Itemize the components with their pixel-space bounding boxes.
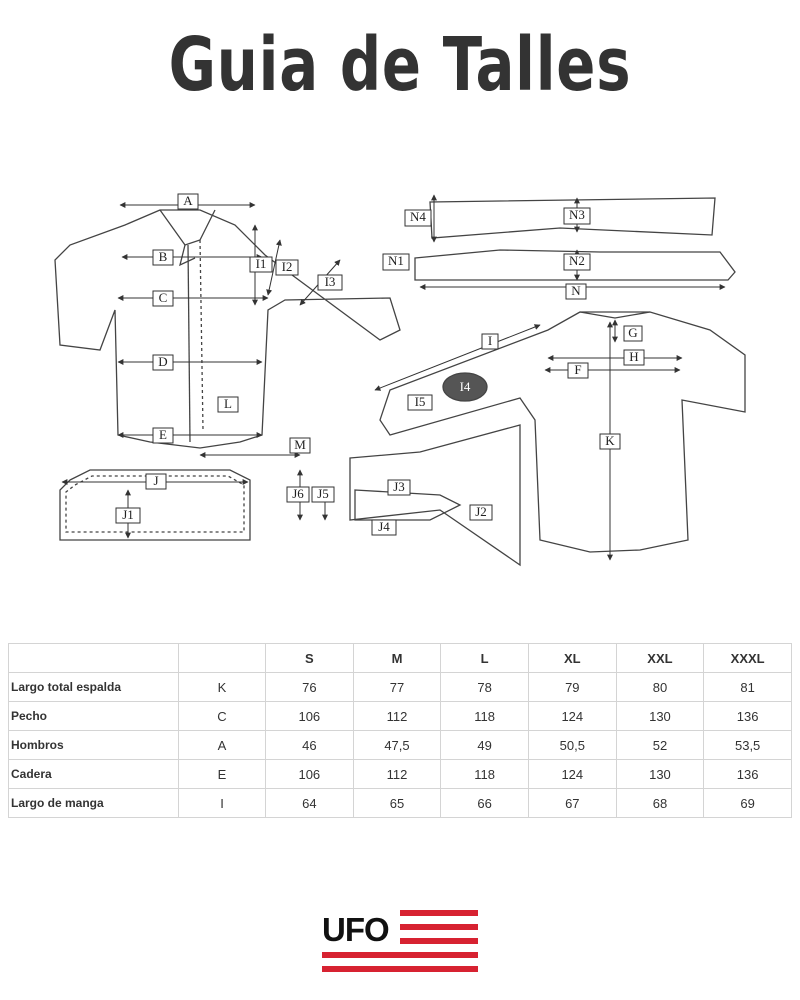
header-cell: L (440, 643, 529, 673)
size-value-cell: 124 (528, 759, 617, 789)
size-value-cell: 112 (353, 701, 442, 731)
size-value-cell: 46 (265, 730, 354, 760)
size-value-cell: 136 (703, 701, 792, 731)
logo-stripe (400, 924, 478, 930)
label-l: L (224, 396, 232, 411)
header-cell: XL (528, 643, 617, 673)
label-i5: I5 (415, 394, 426, 409)
diagram-svg: A B C D E I1 I2 I3 L M J J1 N4 N3 N1 N2 … (54, 193, 746, 567)
size-value-cell: 130 (616, 701, 705, 731)
label-n1: N1 (388, 253, 404, 268)
row-code-cell: C (178, 701, 266, 731)
sleeve-placket-outline (349, 424, 521, 567)
size-value-cell: 136 (703, 759, 792, 789)
size-value-cell: 124 (528, 701, 617, 731)
label-i3: I3 (325, 274, 336, 289)
size-value-cell: 130 (616, 759, 705, 789)
size-value-cell: 106 (265, 759, 354, 789)
label-n4: N4 (410, 209, 426, 224)
cuff-outline (59, 469, 251, 541)
row-code-cell: I (178, 788, 266, 818)
label-j5: J5 (317, 486, 329, 501)
size-value-cell: 118 (440, 701, 529, 731)
size-value-cell: 69 (703, 788, 792, 818)
row-code-cell: E (178, 759, 266, 789)
size-value-cell: 64 (265, 788, 354, 818)
row-name-cell: Largo total espalda (8, 672, 179, 702)
label-j4: J4 (378, 519, 390, 534)
row-name-cell: Hombros (8, 730, 179, 760)
size-value-cell: 78 (440, 672, 529, 702)
size-value-cell: 50,5 (528, 730, 617, 760)
header-cell (178, 643, 266, 673)
label-m: M (294, 437, 306, 452)
row-code-cell: A (178, 730, 266, 760)
size-value-cell: 68 (616, 788, 705, 818)
size-value-cell: 66 (440, 788, 529, 818)
logo-text: UFO (322, 911, 390, 948)
label-f: F (574, 362, 581, 377)
label-n: N (571, 283, 581, 298)
size-value-cell: 52 (616, 730, 705, 760)
label-j: J (153, 473, 158, 488)
label-j2: J2 (475, 504, 487, 519)
label-k: K (605, 433, 615, 448)
label-h: H (629, 349, 638, 364)
label-i: I (488, 333, 492, 348)
size-value-cell: 112 (353, 759, 442, 789)
size-value-cell: 80 (616, 672, 705, 702)
size-value-cell: 67 (528, 788, 617, 818)
logo-stripe (322, 952, 478, 958)
size-value-cell: 49 (440, 730, 529, 760)
label-b: B (159, 249, 168, 264)
size-value-cell: 77 (353, 672, 442, 702)
label-e: E (159, 427, 167, 442)
row-name-cell: Largo de manga (8, 788, 179, 818)
header-cell (8, 643, 179, 673)
header-cell: XXXL (703, 643, 792, 673)
size-value-cell: 53,5 (703, 730, 792, 760)
logo-stripe (400, 938, 478, 944)
label-n2: N2 (569, 253, 585, 268)
size-value-cell: 81 (703, 672, 792, 702)
label-d: D (158, 354, 167, 369)
label-j3: J3 (393, 479, 405, 494)
label-g: G (628, 325, 637, 340)
size-value-cell: 65 (353, 788, 442, 818)
table-header-row: S M L XL XXL XXXL (8, 643, 792, 673)
header-cell: XXL (616, 643, 705, 673)
label-i2: I2 (282, 259, 293, 274)
row-name-cell: Cadera (8, 759, 179, 789)
size-value-cell: 106 (265, 701, 354, 731)
label-j1: J1 (122, 507, 134, 522)
row-name-cell: Pecho (8, 701, 179, 731)
back-shirt-outline (379, 311, 746, 553)
row-code-cell: K (178, 672, 266, 702)
label-a: A (183, 193, 193, 208)
header-cell: S (265, 643, 354, 673)
ufo-logo: UFO (322, 906, 478, 974)
size-value-cell: 76 (265, 672, 354, 702)
label-i4: I4 (460, 379, 471, 394)
shirt-measurement-diagram: A B C D E I1 I2 I3 L M J J1 N4 N3 N1 N2 … (0, 180, 800, 580)
logo-stripe (400, 910, 478, 916)
size-value-cell: 47,5 (353, 730, 442, 760)
header-cell: M (353, 643, 442, 673)
label-j6: J6 (292, 486, 304, 501)
page-title: Guia de Talles (168, 22, 632, 108)
label-i1: I1 (256, 256, 267, 271)
label-c: C (159, 290, 168, 305)
size-value-cell: 79 (528, 672, 617, 702)
size-value-cell: 118 (440, 759, 529, 789)
logo-stripe (322, 966, 478, 972)
label-n3: N3 (569, 207, 585, 222)
